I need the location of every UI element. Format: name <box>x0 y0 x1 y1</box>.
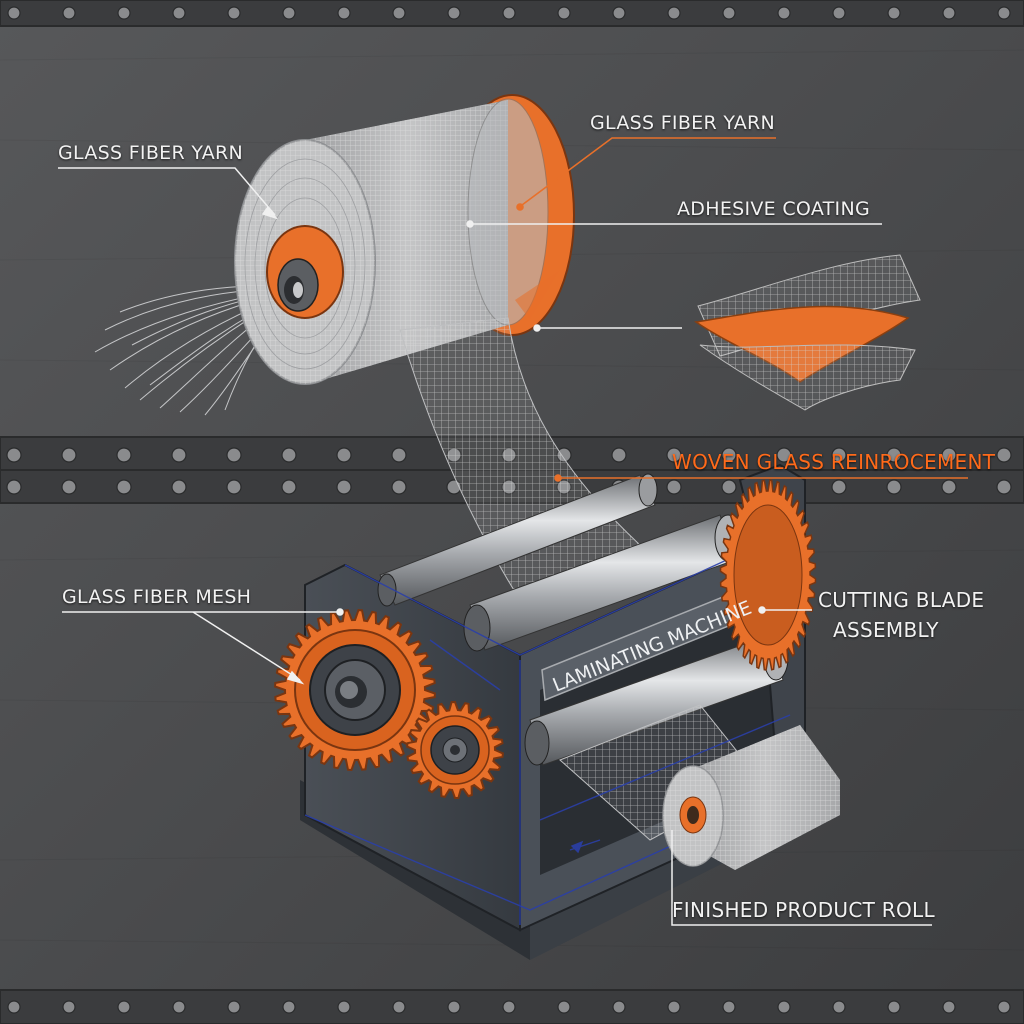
leader-lines <box>58 167 932 926</box>
rivet <box>886 447 902 463</box>
rivet <box>776 447 792 463</box>
rivet <box>612 1000 626 1014</box>
rivet <box>722 1000 736 1014</box>
laminating-machine <box>274 463 840 960</box>
leader-glass-fiber-yarn-left <box>58 167 276 216</box>
rivet <box>226 479 242 495</box>
rivet <box>777 6 791 20</box>
rivet <box>996 447 1012 463</box>
rivet <box>557 6 571 20</box>
rivet <box>227 6 241 20</box>
rivet <box>721 479 737 495</box>
rivet <box>282 6 296 20</box>
rivet <box>227 1000 241 1014</box>
label-finished-product-roll: FINISHED PRODUCT ROLL <box>672 898 935 922</box>
rivet <box>171 479 187 495</box>
rivet <box>832 1000 846 1014</box>
rivet <box>942 6 956 20</box>
rivet <box>666 447 682 463</box>
rivet <box>391 447 407 463</box>
rivet <box>7 6 21 20</box>
roller-top <box>377 473 658 607</box>
rivet <box>117 1000 131 1014</box>
label-glass-fiber-yarn-right: GLASS FIBER YARN <box>590 112 776 134</box>
rivet <box>667 1000 681 1014</box>
rivet <box>721 447 737 463</box>
rivet <box>502 1000 516 1014</box>
rivet <box>172 1000 186 1014</box>
label-woven-glass-reinforcement: WOVEN GLASS REINROCEMENT <box>672 450 996 474</box>
rivet <box>666 479 682 495</box>
gear-small-front <box>406 700 504 800</box>
adhesive-layer-stack <box>694 254 921 411</box>
rivet <box>392 6 406 20</box>
rivet <box>117 6 131 20</box>
rivets <box>6 6 1012 1014</box>
rivet <box>722 6 736 20</box>
leader-glass-fiber-yarn-right <box>521 137 776 206</box>
rivet <box>667 6 681 20</box>
rivet <box>997 1000 1011 1014</box>
rivet <box>611 447 627 463</box>
rivet <box>886 479 902 495</box>
leader-glass-fiber-mesh-arrow <box>192 611 301 681</box>
glass-fiber-yarn-roll <box>234 94 575 385</box>
rivet <box>171 447 187 463</box>
rivet <box>7 1000 21 1014</box>
rivet <box>502 6 516 20</box>
label-cutting-blade: CUTTING BLADE <box>818 588 985 612</box>
rivet <box>832 6 846 20</box>
label-glass-fiber-yarn-left: GLASS FIBER YARN <box>58 142 244 164</box>
rivet <box>557 1000 571 1014</box>
rivet <box>887 1000 901 1014</box>
rivet <box>392 1000 406 1014</box>
rivet <box>831 479 847 495</box>
rivet <box>116 479 132 495</box>
rivet <box>996 479 1012 495</box>
steel-band-bottom <box>0 989 1024 1024</box>
rivet <box>997 6 1011 20</box>
rivet <box>226 447 242 463</box>
rivet <box>887 6 901 20</box>
rivet <box>116 447 132 463</box>
rivet <box>61 479 77 495</box>
rivet <box>6 479 22 495</box>
rivet <box>62 1000 76 1014</box>
rivet <box>281 447 297 463</box>
leader-finished-roll <box>671 830 932 926</box>
rivet <box>942 1000 956 1014</box>
rivet <box>941 479 957 495</box>
rivet <box>777 1000 791 1014</box>
gear-large-front <box>274 609 436 771</box>
rivet <box>447 6 461 20</box>
rivet <box>282 1000 296 1014</box>
rivet <box>612 6 626 20</box>
label-glass-fiber-mesh: GLASS FIBER MESH <box>62 586 252 608</box>
rivet <box>172 6 186 20</box>
rivet <box>281 479 297 495</box>
rivet <box>337 6 351 20</box>
label-adhesive-coating: ADHESIVE COATING <box>677 198 870 220</box>
rivet <box>831 447 847 463</box>
blueprint-outline <box>304 539 806 925</box>
label-cutting-blade-assembly: ASSEMBLY <box>833 618 939 642</box>
rivet <box>941 447 957 463</box>
finished-product-roll <box>662 725 840 870</box>
rivet <box>6 447 22 463</box>
rivet <box>337 1000 351 1014</box>
rivet <box>336 447 352 463</box>
rivet <box>391 479 407 495</box>
rivet <box>336 479 352 495</box>
rivet <box>447 1000 461 1014</box>
rivet <box>61 447 77 463</box>
leader-lines-accent <box>516 137 968 482</box>
rivet <box>62 6 76 20</box>
